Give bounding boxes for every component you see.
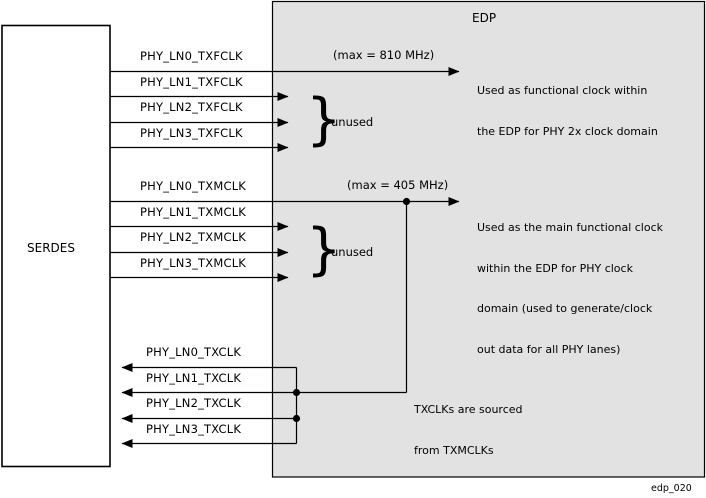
description-txclk: TXCLKs are sourced from TXMCLKs: [414, 376, 523, 484]
signal-label-txmclk-ln1: PHY_LN1_TXMCLK: [140, 205, 247, 219]
description-txmclk: Used as the main functional clock within…: [477, 194, 663, 383]
description-txclk-line-2: from TXMCLKs: [414, 443, 494, 457]
signal-label-txmclk-ln3: PHY_LN3_TXMCLK: [140, 256, 247, 270]
freq-note-txfclk: (max = 810 MHz): [333, 48, 435, 62]
signal-label-txfclk-ln0: PHY_LN0_TXFCLK: [140, 49, 243, 63]
description-txfclk-line-2: the EDP for PHY 2x clock domain: [477, 124, 658, 138]
signal-label-txmclk-ln2: PHY_LN2_TXMCLK: [140, 230, 247, 244]
figure-id-label: edp_020: [651, 483, 692, 494]
description-txmclk-line-1: Used as the main functional clock: [477, 221, 664, 234]
edp-block: [271, 0, 706, 478]
junction-dot-txmclk: [402, 197, 411, 206]
serdes-block: [1, 24, 111, 468]
junction-dot-txclk-ln2: [292, 414, 301, 423]
serdes-block-label: SERDES: [27, 241, 75, 255]
brace-icon-txfclk-unused: }: [306, 87, 342, 152]
unused-label-txfclk: unused: [331, 115, 374, 129]
brace-icon-txmclk-unused: }: [306, 217, 342, 282]
description-txmclk-line-4: out data for all PHY lanes): [477, 342, 621, 356]
signal-label-txclk-ln1: PHY_LN1_TXCLK: [146, 371, 242, 385]
description-txclk-line-1: TXCLKs are sourced: [414, 403, 523, 416]
signal-label-txfclk-ln3: PHY_LN3_TXFCLK: [140, 126, 243, 140]
signal-label-txclk-ln3: PHY_LN3_TXCLK: [146, 422, 242, 436]
description-txfclk-line-1: Used as functional clock within: [477, 84, 648, 97]
description-txmclk-line-2: within the EDP for PHY clock: [477, 261, 633, 275]
signal-label-txclk-ln2: PHY_LN2_TXCLK: [146, 396, 242, 410]
signal-label-txmclk-ln0: PHY_LN0_TXMCLK: [140, 179, 247, 193]
freq-note-txmclk: (max = 405 MHz): [347, 178, 449, 192]
signal-label-txfclk-ln1: PHY_LN1_TXFCLK: [140, 75, 243, 89]
signal-label-txclk-ln0: PHY_LN0_TXCLK: [146, 345, 242, 359]
description-txfclk: Used as functional clock within the EDP …: [477, 57, 658, 165]
edp-block-title: EDP: [472, 11, 497, 25]
description-txmclk-line-3: domain (used to generate/clock: [477, 302, 653, 315]
junction-dot-txclk-ln1: [292, 388, 301, 397]
signal-label-txfclk-ln2: PHY_LN2_TXFCLK: [140, 100, 243, 114]
unused-label-txmclk: unused: [331, 245, 374, 259]
